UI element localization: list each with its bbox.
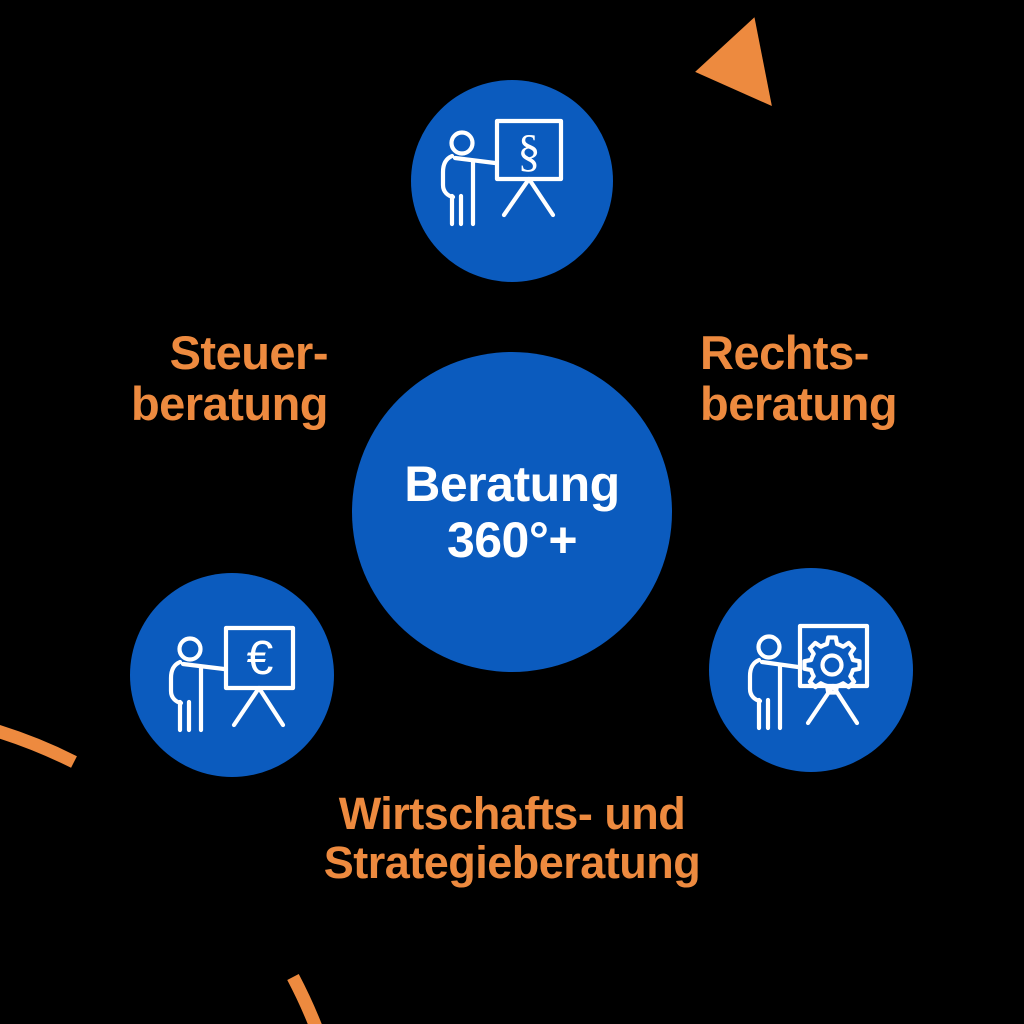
label-steuerberatung: Steuer- beratung — [130, 326, 329, 430]
euro-symbol: € — [247, 632, 274, 685]
node-steuerberatung[interactable]: € — [130, 573, 334, 777]
gear-icon — [802, 635, 862, 695]
gear-center-hole — [820, 653, 844, 677]
presenter-flipchart-euro-icon: € — [168, 625, 296, 733]
presenter-arm — [180, 661, 227, 672]
node-circle-steuerberatung[interactable] — [130, 573, 334, 777]
presenter-head — [756, 634, 782, 660]
center-circle[interactable] — [352, 352, 672, 672]
easel-legs — [501, 176, 556, 218]
node-wirtschaftsberatung[interactable] — [709, 568, 913, 772]
presenter-legs — [756, 697, 771, 731]
triangle-arrowhead — [695, 17, 772, 107]
presenter-flipchart-gear-icon — [747, 623, 870, 731]
presenter-body — [168, 659, 184, 706]
paragraph-symbol: § — [518, 125, 541, 176]
node-rechtsberatung[interactable]: § — [411, 80, 613, 282]
presenter-legs — [177, 699, 192, 733]
label-rechtsberatung: Rechts- beratung — [700, 326, 898, 430]
gear-teeth — [802, 635, 862, 695]
presenter-body — [747, 657, 763, 704]
easel-legs — [231, 685, 286, 728]
presenter-head — [177, 636, 203, 662]
presenter-head — [449, 130, 475, 156]
presenter-body — [440, 153, 456, 200]
label-wirtschafts-und-strategieberatung: Wirtschafts- und Strategieberatung — [323, 788, 701, 888]
presenter-legs — [449, 193, 464, 227]
presenter-flipchart-paragraph-icon: § — [440, 118, 564, 227]
node-center[interactable] — [352, 352, 672, 672]
